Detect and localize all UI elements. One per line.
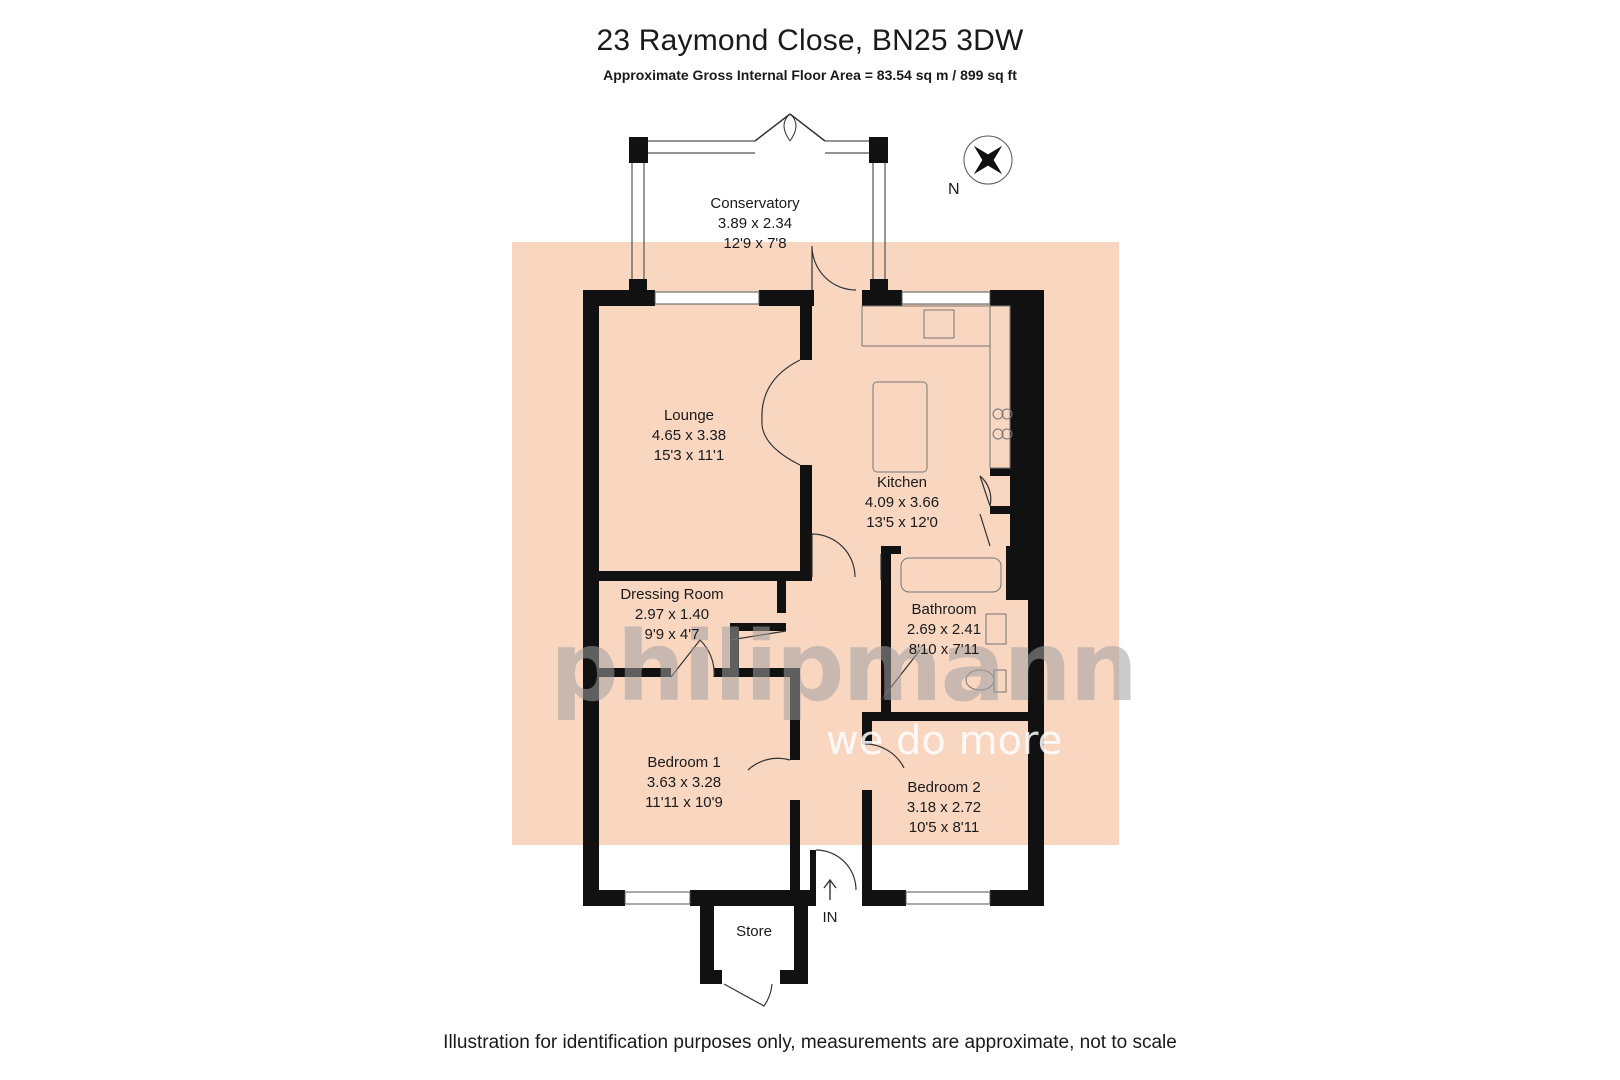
room-metric: 4.09 x 3.66 — [865, 494, 939, 511]
room-store: Store — [736, 923, 772, 940]
room-name: Bathroom — [911, 601, 976, 618]
entrance-arrow — [823, 878, 837, 900]
room-name: Kitchen — [877, 474, 927, 491]
door-swings — [670, 245, 992, 891]
exterior-walls — [583, 290, 1044, 906]
room-name: Conservatory — [710, 195, 800, 212]
room-name: Lounge — [664, 407, 714, 424]
watermark-brand: philipmann — [550, 611, 1136, 723]
room-bathroom: Bathroom 2.69 x 2.41 8'10 x 7'11 — [907, 601, 981, 658]
room-metric: 3.63 x 3.28 — [647, 774, 721, 791]
room-metric: 2.97 x 1.40 — [635, 606, 709, 623]
bathroom-fixtures — [900, 557, 1007, 693]
compass-north-label: N — [948, 181, 960, 198]
room-conservatory: Conservatory 3.89 x 2.34 12'9 x 7'8 — [710, 195, 800, 252]
room-dressing-room: Dressing Room 2.97 x 1.40 9'9 x 4'7 — [620, 586, 723, 643]
room-name: Dressing Room — [620, 586, 723, 603]
room-metric: 2.69 x 2.41 — [907, 621, 981, 638]
store-walls — [700, 890, 808, 984]
store-door — [723, 983, 773, 1007]
room-bedroom-1: Bedroom 1 3.63 x 3.28 11'11 x 10'9 — [645, 754, 723, 811]
disclaimer: Illustration for identification purposes… — [443, 1032, 1177, 1053]
room-name: Bedroom 2 — [907, 779, 980, 796]
room-kitchen: Kitchen 4.09 x 3.66 13'5 x 12'0 — [865, 474, 939, 531]
plan-title: 23 Raymond Close, BN25 3DW — [596, 24, 1024, 57]
room-imperial: 15'3 x 11'1 — [654, 447, 725, 464]
conservatory-french-doors — [754, 113, 826, 142]
room-imperial: 11'11 x 10'9 — [645, 794, 723, 811]
entrance-label: IN — [823, 909, 838, 926]
watermark-tagline: we do more — [826, 718, 1062, 764]
floor-area-subtitle: Approximate Gross Internal Floor Area = … — [603, 67, 1017, 83]
room-imperial: 9'9 x 4'7 — [645, 626, 700, 643]
room-metric: 3.89 x 2.34 — [718, 215, 792, 232]
conservatory-glazing — [631, 140, 886, 283]
compass-rose-icon — [963, 135, 1013, 185]
windows — [624, 291, 991, 905]
room-imperial: 12'9 x 7'8 — [723, 235, 786, 252]
room-imperial: 8'10 x 7'11 — [909, 641, 980, 658]
room-metric: 4.65 x 3.38 — [652, 427, 726, 444]
room-bedroom-2: Bedroom 2 3.18 x 2.72 10'5 x 8'11 — [907, 779, 981, 836]
room-imperial: 10'5 x 8'11 — [909, 819, 980, 836]
room-name: Bedroom 1 — [647, 754, 720, 771]
room-imperial: 13'5 x 12'0 — [866, 514, 938, 531]
room-metric: 3.18 x 2.72 — [907, 799, 981, 816]
room-lounge: Lounge 4.65 x 3.38 15'3 x 11'1 — [652, 407, 726, 464]
kitchen-units — [861, 305, 1013, 473]
interior-walls — [599, 306, 1028, 906]
